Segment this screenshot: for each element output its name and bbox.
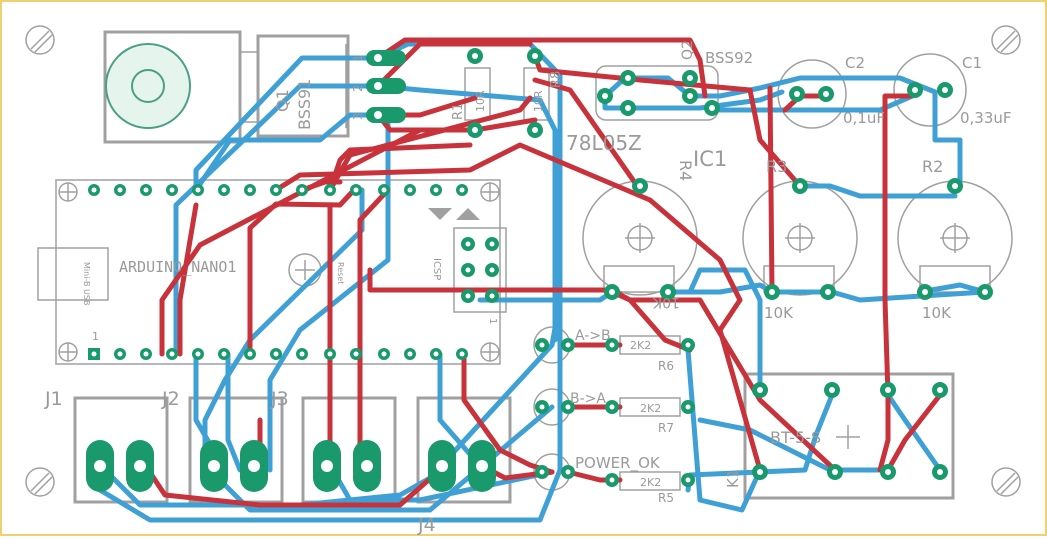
label-r7-val: 2K2 <box>640 402 661 415</box>
label-q2: Q2 <box>680 40 696 60</box>
mounting-hole-top-left <box>25 25 55 55</box>
label-nano-pin1: 1 <box>92 330 99 343</box>
mounting-hole-top-right <box>991 25 1021 55</box>
icsp-pads <box>461 237 499 303</box>
label-q1: Q1 <box>273 89 292 112</box>
relay-outline <box>743 372 955 500</box>
label-r2: R2 <box>922 157 943 176</box>
label-r3: R3 <box>766 157 787 176</box>
arduino-header-top <box>88 184 468 196</box>
buzzer-outline <box>103 30 242 144</box>
q1-pads <box>366 50 406 123</box>
label-r1: R1 <box>451 103 466 120</box>
label-arduino: ARDUINO_NANO1 <box>119 258 236 276</box>
label-icsp-pin: 1 <box>487 318 498 324</box>
label-icsp: ICSP <box>431 258 442 280</box>
buzzer-body <box>105 43 191 129</box>
c1-outline <box>893 53 967 127</box>
pads <box>58 48 993 492</box>
label-r8: R8 <box>549 71 564 88</box>
label-r1-val: 10R <box>474 90 487 112</box>
label-ic1: IC1 <box>693 147 727 171</box>
mounting-holes <box>25 25 1021 497</box>
label-k1: K1 <box>724 469 742 488</box>
label-r4: R4 <box>676 160 695 181</box>
label-relay: BT-5-S <box>770 428 821 447</box>
label-pin3: 3 <box>351 112 365 120</box>
silkscreen-labels: J1 J2 J3 J4 Q1 BSS91 1 2 3 R1 10R R8 10R… <box>44 40 1012 536</box>
usb-outline <box>37 247 109 301</box>
label-bss92: BSS92 <box>705 49 753 67</box>
mounting-hole-bottom-right <box>991 467 1021 497</box>
label-reg: 78L05Z <box>566 131 642 155</box>
arduino-header-bottom <box>88 348 468 360</box>
label-reset: Reset <box>336 262 345 284</box>
label-r8-val: 10R <box>532 90 545 112</box>
q2-outline <box>595 65 719 121</box>
label-r5: R5 <box>658 491 674 505</box>
label-c2: C2 <box>845 54 865 72</box>
label-r2-val: 10K <box>922 304 952 322</box>
label-led-ba: B->A <box>570 391 606 407</box>
label-r4-val: 10K <box>652 294 680 310</box>
label-r5-val: 2K2 <box>640 476 661 489</box>
label-j4: J4 <box>417 514 436 536</box>
label-r7: R7 <box>658 421 674 435</box>
label-led-power: POWER_OK <box>575 454 661 473</box>
label-usb: Mini-B USB <box>82 262 91 305</box>
label-ss91: BSS91 <box>295 79 314 130</box>
icsp-outline <box>453 227 507 313</box>
mounting-hole-bottom-left <box>25 467 55 497</box>
label-r6: R6 <box>658 359 674 373</box>
label-c1: C1 <box>962 54 982 72</box>
label-led-ab: A->B <box>575 328 611 344</box>
label-j1: J1 <box>44 388 63 410</box>
terminal-pads <box>86 440 496 492</box>
label-pin1: 1 <box>351 54 365 62</box>
label-pin2: 2 <box>351 84 365 92</box>
label-j2: J2 <box>161 388 180 410</box>
label-r3-val: 10K <box>764 304 794 322</box>
label-r6-val: 2K2 <box>630 339 651 352</box>
label-j3: J3 <box>270 388 289 410</box>
label-c1-val: 0,33uF <box>960 109 1012 127</box>
label-c2-val: 0,1uF <box>843 109 885 127</box>
